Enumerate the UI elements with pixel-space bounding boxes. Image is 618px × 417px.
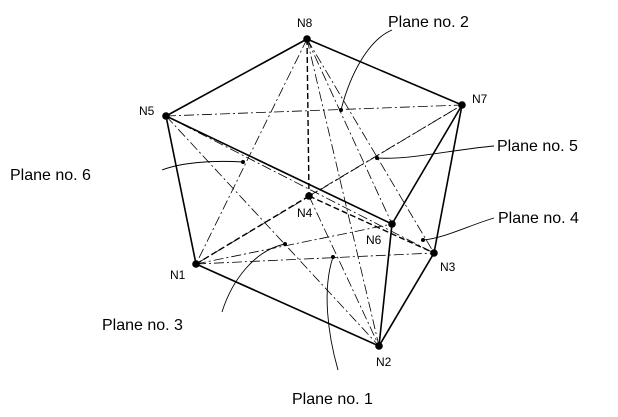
node-n8-point <box>303 35 311 43</box>
leader-plane-4 <box>422 217 495 241</box>
node-n1-label: N1 <box>170 268 186 282</box>
node-n3-point <box>430 249 438 257</box>
diagonal-n8-n2 <box>306 38 380 347</box>
node-n6-label: N6 <box>366 233 382 247</box>
leader-plane-2 <box>340 29 393 111</box>
node-n7-label: N7 <box>472 92 488 106</box>
face-diagonals <box>165 38 463 347</box>
node-n5-point <box>162 112 170 120</box>
plane-4-label: Plane no. 4 <box>498 210 579 227</box>
edge-n8-n7 <box>306 38 463 106</box>
leader-plane-6 <box>161 160 244 171</box>
plane-6-label: Plane no. 6 <box>10 167 91 184</box>
diagonal-n8-n6 <box>306 38 393 225</box>
edge-n6-n2 <box>378 223 393 347</box>
plane-6-dot <box>241 160 245 164</box>
edge-n5-n8 <box>165 38 308 117</box>
node-n7-point <box>458 101 466 109</box>
node-n2-label: N2 <box>376 355 392 369</box>
diagonal-n4-n2 <box>308 195 380 347</box>
plane-2-label: Plane no. 2 <box>388 14 469 31</box>
diagonal-n8-n1 <box>195 38 308 265</box>
plane-1-dot <box>331 255 335 259</box>
edge-n8-n4 <box>306 38 310 197</box>
leader-plane-1 <box>326 256 339 371</box>
plane-5-label: Plane no. 5 <box>497 138 578 155</box>
plane-center-dots <box>241 108 425 259</box>
diagonal-n1-n6 <box>195 223 393 265</box>
diagonal-n5-n7 <box>165 104 463 117</box>
edge-n6-n7 <box>391 104 463 225</box>
edge-n1-n2 <box>195 263 380 347</box>
leader-lines <box>161 29 495 371</box>
node-n3-label: N3 <box>440 260 456 274</box>
edge-n3-n7 <box>433 104 463 254</box>
node-n8-label: N8 <box>297 16 313 30</box>
plane-4-dot <box>421 238 425 242</box>
node-n1-point <box>192 260 200 268</box>
edge-n4-n1 <box>195 195 310 265</box>
plane-3-dot <box>283 242 287 246</box>
edge-n5-n6 <box>165 115 393 225</box>
diagonal-n5-n2 <box>165 115 380 347</box>
plane-3-label: Plane no. 3 <box>102 317 183 334</box>
node-n6-point <box>388 220 396 228</box>
edge-n5-n1 <box>165 115 197 265</box>
edge-n4-n3 <box>308 195 435 254</box>
plane-2-dot <box>339 108 343 112</box>
node-n4-point <box>305 192 313 200</box>
visible-edges <box>165 38 463 347</box>
leader-plane-5 <box>376 145 495 159</box>
node-labels: N1 N2 N3 N4 N5 N6 N7 N8 <box>139 16 488 369</box>
leader-plane-3 <box>221 243 286 313</box>
plane-5-dot <box>375 156 379 160</box>
diagonal-n5-n3 <box>165 115 435 254</box>
node-vertices <box>162 35 466 350</box>
diagonal-n1-n3 <box>195 252 435 265</box>
edge-n2-n3 <box>378 252 435 347</box>
plane-1-label: Plane no. 1 <box>292 391 373 408</box>
hidden-edges <box>195 38 435 265</box>
diagonal-n4-n7 <box>308 104 463 197</box>
node-n2-point <box>375 342 383 350</box>
diagonal-n8-n3 <box>306 38 435 254</box>
plane-labels: Plane no. 1 Plane no. 2 Plane no. 3 Plan… <box>10 14 579 408</box>
node-n5-label: N5 <box>139 104 155 118</box>
node-n4-label: N4 <box>297 206 313 220</box>
